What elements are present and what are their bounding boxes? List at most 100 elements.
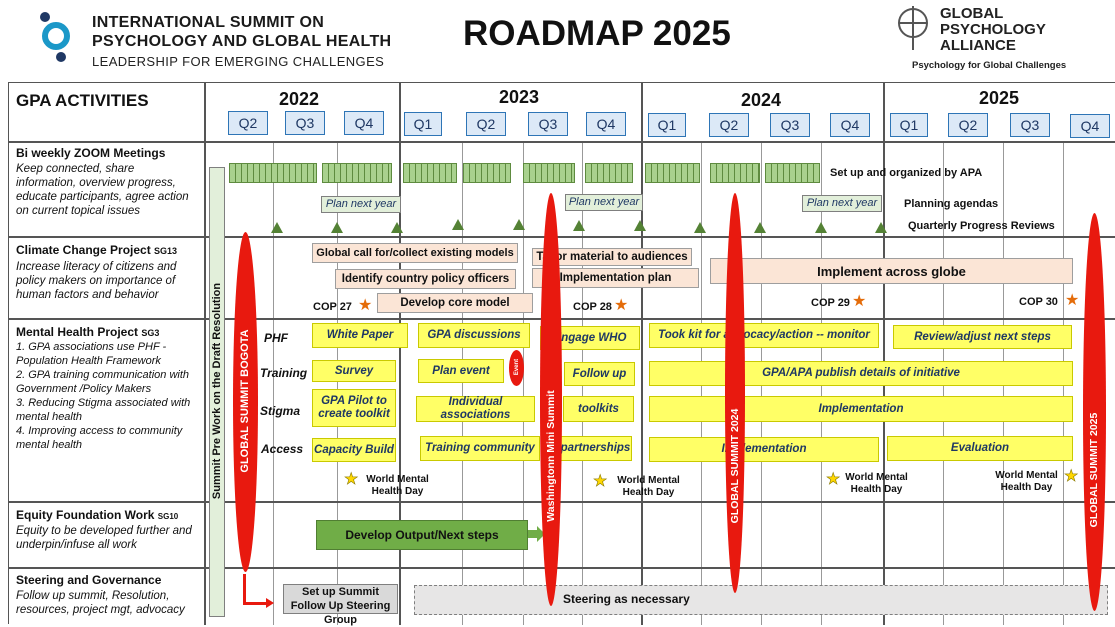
star-icon: ★ [1065, 292, 1080, 309]
zoom-row-title: Bi weekly ZOOM Meetings [16, 146, 166, 160]
milestone-triangle-icon [694, 222, 706, 233]
mental-sublabel-phf: PHF [264, 331, 288, 345]
zoom-meetings-block [403, 163, 457, 183]
quarter-cell: Q2 [228, 111, 268, 135]
world-mental-health-day: World Mental Health Day [366, 474, 429, 497]
star-icon: ★ [344, 471, 359, 488]
quarter-cell: Q1 [648, 113, 686, 137]
world-mental-health-day: World Mental Health Day [845, 472, 908, 495]
star-icon: ★ [826, 471, 841, 488]
milestone-triangle-icon [513, 219, 525, 230]
quarter-cell: Q3 [528, 112, 568, 136]
arrow-head-icon [266, 598, 274, 608]
arrow-head-icon [537, 526, 545, 542]
prework-bar [209, 167, 225, 617]
star-icon: ★ [593, 473, 608, 490]
summit-label-2025: GLOBAL SUMMIT 2025 [1088, 412, 1100, 528]
plan-next-year: Plan next year [321, 196, 401, 213]
stigma-box: toolkits [563, 396, 634, 422]
gpa-name-line2: PSYCHOLOGY [940, 21, 1046, 38]
zoom-meetings-block [710, 163, 760, 183]
phf-box: Took kit for advocacy/action -- monitor [649, 323, 879, 348]
year-2024: 2024 [740, 90, 782, 110]
cop-label: COP 27 [313, 301, 352, 313]
training-box: GPA/APA publish details of initiative [649, 361, 1073, 386]
gpa-activities-header: GPA ACTIVITIES [16, 91, 149, 110]
year-2025: 2025 [978, 88, 1020, 108]
year-2022: 2022 [278, 89, 320, 109]
logo-dot-icon [56, 52, 66, 62]
climate-box: Implement across globe [710, 258, 1073, 284]
climate-box: Global call for/collect existing models [312, 243, 518, 263]
gpa-name-line3: ALLIANCE [940, 37, 1016, 54]
phf-box: Review/adjust next steps [893, 325, 1072, 349]
access-box: Training community [420, 436, 540, 461]
access-box: Capacity Build [312, 438, 396, 462]
quarter-cell: Q4 [586, 112, 626, 136]
equity-row-desc: Equity to be developed further and under… [16, 525, 192, 551]
summit-label-washington: Washingtonn Mini Summit [545, 390, 557, 522]
milestone-triangle-icon [331, 222, 343, 233]
quarter-cell: Q2 [466, 112, 506, 136]
milestone-triangle-icon [754, 222, 766, 233]
quarter-cell: Q1 [890, 113, 928, 137]
milestone-triangle-icon [452, 219, 464, 230]
access-box: Implementation [649, 437, 879, 462]
equity-box: Develop Output/Next steps [316, 520, 528, 550]
logo-ring-icon [42, 22, 70, 50]
mental-sublabel-training: Training [260, 366, 308, 380]
plan-next-year: Plan next year [802, 195, 882, 212]
star-icon: ★ [1064, 468, 1079, 485]
gpa-name-line1: GLOBAL [940, 5, 1004, 22]
phf-box: White Paper [312, 323, 408, 348]
org-name-line2: PSYCHOLOGY AND GLOBAL HEALTH [92, 33, 392, 50]
org-tagline: LEADERSHIP FOR EMERGING CHALLENGES [92, 54, 385, 69]
org-name-line1: INTERNATIONAL SUMMIT ON [92, 14, 325, 31]
zoom-meetings-block [463, 163, 511, 183]
zoom-meetings-block [765, 163, 820, 183]
steering-row-title: Steering and Governance [16, 573, 162, 587]
milestone-triangle-icon [271, 222, 283, 233]
zoom-row-desc: Keep connected, share information, overv… [16, 163, 189, 217]
logo-dot-icon [40, 12, 50, 22]
milestone-triangle-icon [815, 222, 827, 233]
climate-box: Identify country policy officers [335, 269, 516, 289]
zoom-note-apa: Set up and organized by APA [830, 167, 983, 179]
quarter-cell: Q2 [709, 113, 749, 137]
steering-setup-box: Set up Summit Follow Up Steering Group [283, 584, 398, 626]
stigma-box: GPA Pilot to create toolkit [312, 389, 396, 427]
mental-sublabel-stigma: Stigma [260, 404, 301, 418]
zoom-meetings-block [645, 163, 700, 183]
quarter-cell: Q3 [1010, 113, 1050, 137]
mental-row-desc: 1. GPA associations use PHF - Population… [16, 341, 191, 451]
climate-box: Tailor material to audiences [532, 248, 692, 266]
cop-label: COP 29 [811, 297, 850, 309]
climate-box: Develop core model [377, 293, 533, 313]
mental-sublabel-access: Access [261, 442, 304, 456]
summit-oval-2025 [1083, 213, 1106, 611]
quarter-cell: Q2 [948, 113, 988, 137]
milestone-triangle-icon [573, 220, 585, 231]
star-icon: ★ [852, 293, 867, 310]
summit-oval-2024 [725, 193, 745, 593]
quarter-cell: Q3 [285, 111, 325, 135]
summit-label-bogota: GLOBAL SUMMIT BOGOTA [239, 329, 251, 473]
steering-row-desc: Follow up summit, Resolution, resources,… [16, 590, 185, 616]
event-oval [509, 350, 524, 386]
quarter-cell: Q1 [404, 112, 442, 136]
training-box: Plan event [418, 359, 504, 383]
zoom-note-agendas: Planning agendas [904, 198, 999, 210]
summit-oval-washington [540, 193, 562, 606]
gpa-tagline: Psychology for Global Challenges [912, 60, 1067, 71]
world-mental-health-day: World Mental Health Day [995, 470, 1058, 493]
quarter-cell: Q4 [1070, 114, 1110, 138]
phf-box: GPA discussions [418, 323, 530, 348]
zoom-note-reviews: Quarterly Progress Reviews [908, 220, 1055, 232]
climate-box: Implementation plan [532, 268, 699, 288]
milestone-triangle-icon [634, 220, 646, 231]
steering-ongoing-box: Steering as necessary [414, 585, 1108, 615]
arrow-right-icon [528, 530, 538, 538]
milestone-triangle-icon [391, 222, 403, 233]
summit-logo [36, 12, 84, 62]
zoom-meetings-block [523, 163, 575, 183]
